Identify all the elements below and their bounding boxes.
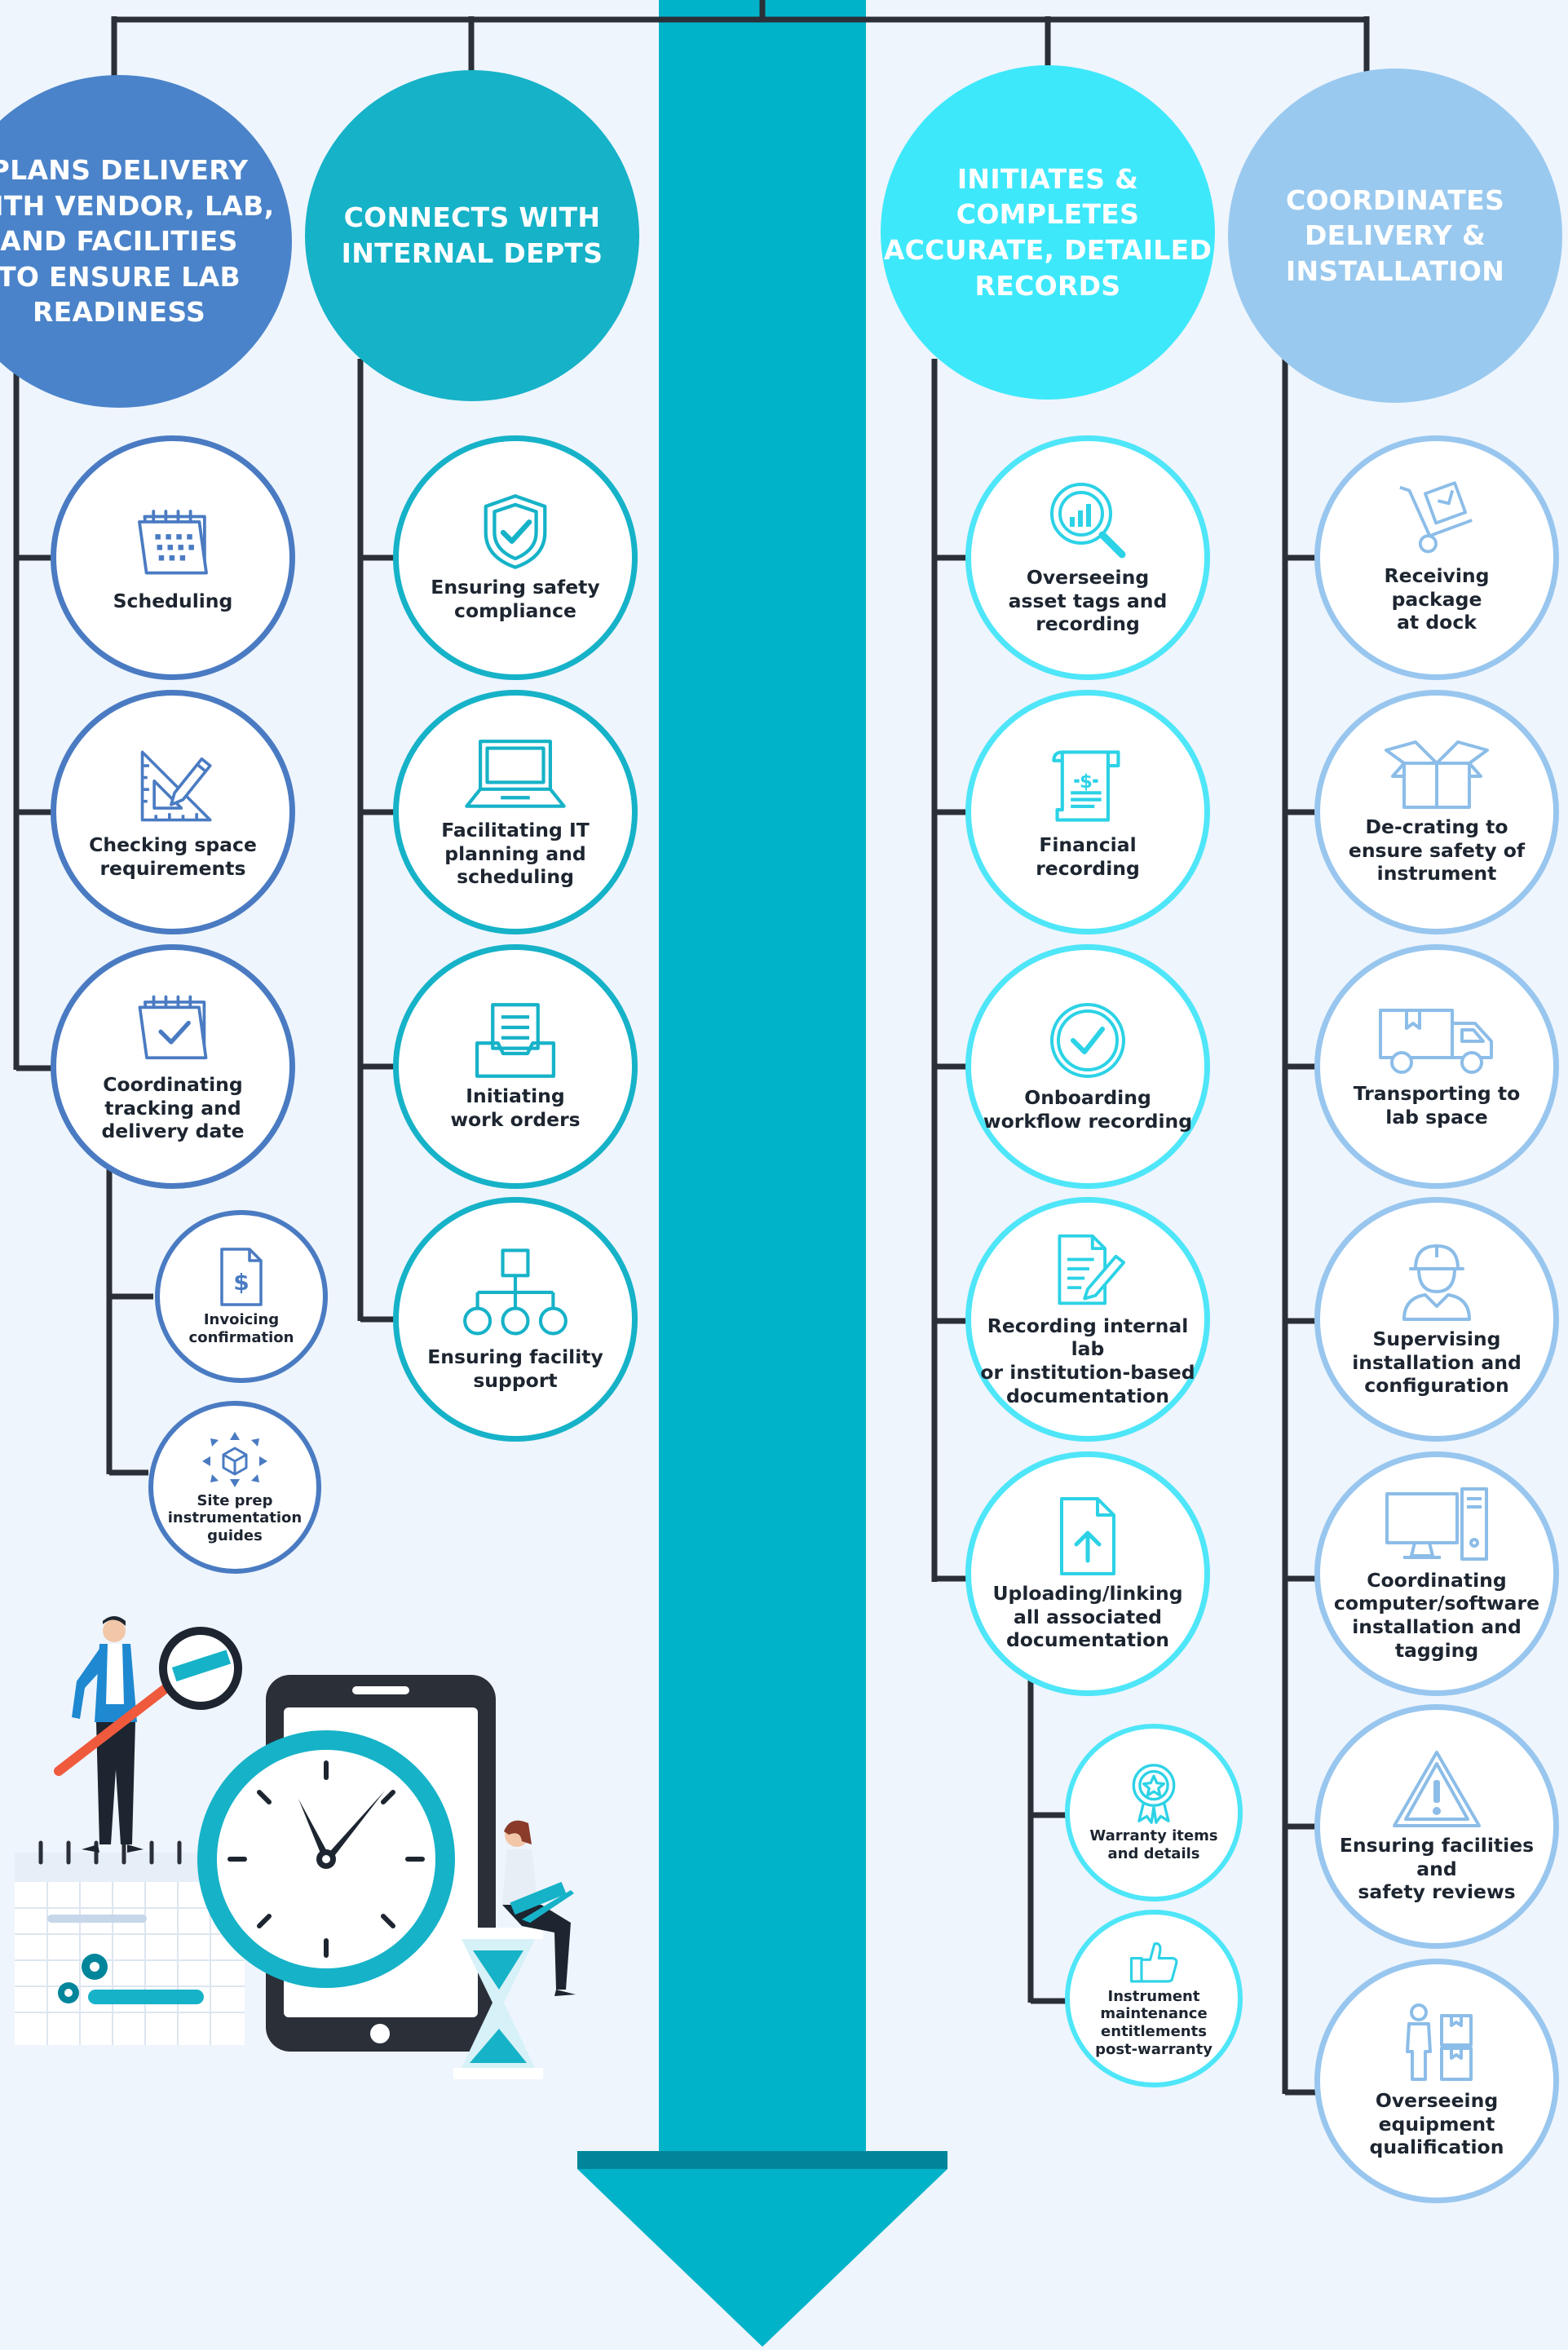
step-overseeing-asset-tags: Overseeing asset tags and recording <box>965 435 1210 680</box>
step-scheduling: Scheduling <box>51 435 295 680</box>
step-facilitating-it-label: Facilitating IT planning and scheduling <box>441 819 590 889</box>
substep-site-prep: Site prep instrumentation guides <box>148 1401 321 1574</box>
step-coordinating-tracking: Coordinating tracking and delivery date <box>51 944 295 1189</box>
step-de-crating-label: De-crating to ensure safety of instrumen… <box>1348 815 1526 886</box>
step-uploading-linking-label: Uploading/linking all associated documen… <box>992 1582 1183 1652</box>
warning-icon <box>1393 1751 1481 1828</box>
step-facilities-safety-reviews-label: Ensuring facilities and safety reviews <box>1339 1834 1535 1904</box>
step-recording-internal-lab: Recording internal lab or institution-ba… <box>965 1197 1210 1442</box>
step-coordinating-computer-label: Coordinating computer/software installat… <box>1333 1568 1540 1662</box>
calendar-check-icon <box>138 995 208 1060</box>
hand-truck-icon <box>1399 481 1473 554</box>
tree-connectors <box>13 0 1370 2096</box>
header-connects-internal: CONNECTS WITH INTERNAL DEPTS <box>305 70 639 401</box>
ruler-pencil-icon <box>140 750 212 822</box>
header-plans-delivery: PLANS DELIVERY WITH VENDOR, LAB, AND FAC… <box>0 75 292 408</box>
open-box-icon <box>1385 740 1489 810</box>
step-ensuring-facility-support-label: Ensuring facility support <box>427 1345 603 1392</box>
step-financial-recording-label: Financial recording <box>1036 833 1140 880</box>
laptop-icon <box>465 740 566 808</box>
computer-icon <box>1385 1486 1488 1561</box>
receipt-dollar-icon: $ <box>1052 750 1120 823</box>
central-arrow <box>577 0 947 2347</box>
step-equipment-qualification: Overseeing equipment qualification <box>1314 1959 1559 2203</box>
step-equipment-qualification-label: Overseeing equipment qualification <box>1369 2089 1504 2159</box>
worker-icon <box>1402 1244 1471 1322</box>
hourglass-illustration <box>453 1928 543 2079</box>
step-transporting: Transporting to lab space <box>1314 944 1559 1189</box>
step-supervising-installation: Supervising installation and configurati… <box>1314 1197 1559 1442</box>
header-initiates-records: INITIATES & COMPLETES ACCURATE, DETAILED… <box>881 65 1215 400</box>
thumbs-up-icon <box>1129 1941 1178 1983</box>
step-ensuring-facility-support: Ensuring facility support <box>393 1197 638 1442</box>
clock-illustration <box>197 1730 455 1988</box>
woman-with-laptop-illustration <box>502 1820 576 1996</box>
clock-check-icon <box>1050 1003 1125 1079</box>
step-initiating-work-orders-label: Initiating work orders <box>450 1084 581 1131</box>
file-upload-icon <box>1060 1497 1115 1576</box>
svg-text:$: $ <box>233 1269 249 1296</box>
step-facilities-safety-reviews: Ensuring facilities and safety reviews <box>1314 1704 1559 1949</box>
step-ensuring-safety-label: Ensuring safety compliance <box>431 576 600 622</box>
step-coordinating-tracking-label: Coordinating tracking and delivery date <box>101 1073 245 1143</box>
step-ensuring-safety: Ensuring safety compliance <box>393 435 638 680</box>
header-coordinates-delivery-text: COORDINATES DELIVERY & INSTALLATION <box>1285 183 1505 287</box>
step-checking-space: Checking space requirements <box>51 690 295 934</box>
calendar-icon <box>138 509 208 575</box>
header-connects-internal-text: CONNECTS WITH INTERNAL DEPTS <box>341 201 603 269</box>
header-initiates-records-text: INITIATES & COMPLETES ACCURATE, DETAILED… <box>883 162 1212 302</box>
substep-warranty-items: Warranty items and details <box>1065 1724 1243 1902</box>
substep-warranty-items-label: Warranty items and details <box>1089 1827 1218 1862</box>
invoice-icon: $ <box>220 1248 263 1307</box>
step-de-crating: De-crating to ensure safety of instrumen… <box>1314 690 1559 934</box>
step-receiving-package: Receiving package at dock <box>1314 435 1559 680</box>
substep-invoicing-label: Invoicing confirmation <box>188 1311 294 1346</box>
step-overseeing-asset-tags-label: Overseeing asset tags and recording <box>1008 566 1168 636</box>
inbox-tray-icon <box>475 1003 556 1079</box>
step-onboarding-workflow: Onboarding workflow recording <box>965 944 1210 1189</box>
header-coordinates-delivery: COORDINATES DELIVERY & INSTALLATION <box>1228 68 1562 403</box>
substep-instrument-maintenance-label: Instrument maintenance entitlements post… <box>1095 1987 1212 2058</box>
substep-instrument-maintenance: Instrument maintenance entitlements post… <box>1065 1910 1243 2087</box>
step-initiating-work-orders: Initiating work orders <box>393 944 638 1189</box>
svg-text:$: $ <box>1080 771 1093 793</box>
document-pen-icon <box>1058 1234 1126 1305</box>
step-scheduling-label: Scheduling <box>113 589 233 612</box>
truck-icon <box>1379 1009 1493 1075</box>
magnifier-chart-icon <box>1050 483 1126 559</box>
man-with-magnifier-illustration <box>54 1616 242 1853</box>
substep-site-prep-label: Site prep instrumentation guides <box>167 1491 303 1544</box>
cube-arrows-icon <box>202 1431 267 1487</box>
time-management-illustration <box>15 1616 576 2079</box>
step-supervising-installation-label: Supervising installation and configurati… <box>1352 1327 1522 1398</box>
step-uploading-linking: Uploading/linking all associated documen… <box>965 1451 1210 1696</box>
step-financial-recording: $ Financial recording <box>965 690 1210 934</box>
substep-invoicing: $ Invoicing confirmation <box>155 1210 328 1383</box>
header-plans-delivery-text: PLANS DELIVERY WITH VENDOR, LAB, AND FAC… <box>0 154 275 329</box>
step-facilitating-it: Facilitating IT planning and scheduling <box>393 690 638 934</box>
person-box-icon <box>1406 2003 1473 2082</box>
step-receiving-package-label: Receiving package at dock <box>1384 564 1490 634</box>
step-transporting-label: Transporting to lab space <box>1353 1082 1521 1129</box>
step-recording-internal-lab-label: Recording internal lab or institution-ba… <box>980 1314 1195 1407</box>
step-onboarding-workflow-label: Onboarding workflow recording <box>983 1086 1193 1133</box>
step-coordinating-computer: Coordinating computer/software installat… <box>1314 1451 1559 1696</box>
step-checking-space-label: Checking space requirements <box>89 833 257 880</box>
award-badge-icon <box>1132 1764 1176 1825</box>
shield-check-icon <box>484 494 547 570</box>
org-chart-icon <box>463 1248 568 1336</box>
